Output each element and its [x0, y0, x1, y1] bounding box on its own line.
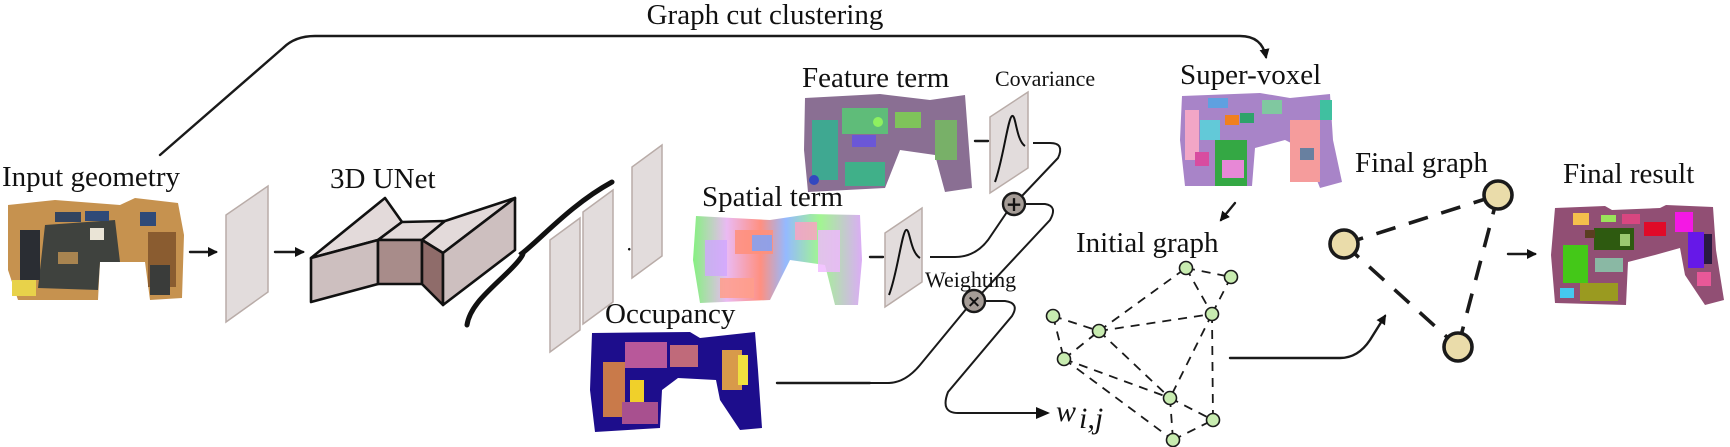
graph-node — [1045, 308, 1061, 324]
output-features-brace — [464, 179, 615, 328]
sum-operator: + — [1001, 191, 1027, 217]
input-geometry-label: Input geometry — [2, 161, 180, 193]
graph-edge — [1169, 397, 1214, 421]
graph-node — [1205, 412, 1221, 428]
graph-node — [1442, 331, 1474, 363]
plus-icon: + — [1006, 192, 1023, 216]
graph-edge — [1185, 267, 1232, 278]
times-icon: × — [967, 292, 981, 312]
graph-edge — [1063, 358, 1174, 441]
graph-edge — [1169, 313, 1213, 399]
covariance-stage: Covariance — [973, 66, 1095, 195]
feature-plane — [225, 184, 269, 324]
input-geometry-stage: Input geometry — [2, 161, 184, 300]
graph-edge — [1211, 313, 1214, 421]
occupancy-label: Occupancy — [605, 298, 736, 330]
graph-edge — [1185, 267, 1213, 315]
gaussian-curve-icon — [888, 228, 921, 296]
feature-channel-plane-3 — [631, 143, 663, 280]
covariance-label: Covariance — [995, 66, 1095, 91]
spatial-term-stage: Spatial term — [693, 181, 923, 309]
final-result-segmentation-image — [1551, 205, 1724, 305]
super-voxel-image — [1180, 93, 1342, 188]
graph-edge — [1063, 358, 1171, 399]
term-combination-connectors — [775, 142, 1062, 419]
graph-edge — [1098, 267, 1187, 332]
product-operator: × — [961, 288, 987, 314]
graph-edge — [1063, 330, 1100, 360]
feature-channel-plane-1 — [549, 216, 581, 354]
final-graph-label: Final graph — [1355, 147, 1488, 179]
unet-label: 3D UNet — [330, 163, 436, 195]
graph-node — [1223, 269, 1239, 285]
graph-node — [1482, 179, 1514, 211]
graph-node — [1165, 432, 1181, 447]
graph-edge — [1098, 330, 1171, 399]
graph-cut-clustering-label: Graph cut clustering — [647, 0, 884, 31]
final-graph-nodes — [1328, 179, 1514, 363]
graph-edge — [1343, 193, 1499, 246]
final-graph-edges — [1342, 193, 1500, 349]
graph-edge — [1342, 242, 1460, 349]
spatial-term-label: Spatial term — [702, 181, 843, 213]
super-voxel-label: Super-voxel — [1180, 59, 1321, 91]
edge-weight-symbol: w — [1056, 395, 1076, 428]
graph-node — [1056, 351, 1072, 367]
initial-graph-stage: Initial graph — [1045, 227, 1239, 447]
weighting-label: Weighting — [925, 267, 1016, 292]
spatial-term-image — [693, 214, 862, 305]
spatial-gaussian-plane — [884, 206, 923, 309]
graph-edge — [1456, 194, 1500, 348]
edge-weight-subscript: i,j — [1079, 402, 1103, 435]
input-geometry-scan-image — [8, 198, 184, 300]
graph-edge — [1098, 313, 1213, 332]
initial-graph-nodes — [1045, 260, 1239, 447]
graph-edge — [1172, 419, 1214, 441]
arrow-initial-to-final-graph — [1228, 314, 1387, 360]
feature-channel-plane-2 — [582, 188, 614, 326]
graph-node — [1328, 228, 1360, 260]
unet-block: 3D UNet — [309, 163, 517, 307]
gaussian-curve-icon — [994, 114, 1026, 183]
feature-term-image — [804, 94, 972, 192]
graph-cut-clustering-connector: Graph cut clustering — [158, 0, 1270, 157]
feature-term-stage: Feature term — [802, 62, 972, 192]
initial-graph-label: Initial graph — [1076, 227, 1219, 259]
graph-edge — [1052, 315, 1065, 360]
graph-node — [1162, 390, 1178, 406]
super-voxel-stage: Super-voxel — [1180, 59, 1342, 222]
graph-node — [1204, 306, 1220, 322]
feature-term-label: Feature term — [802, 62, 950, 94]
graph-node — [1091, 323, 1107, 339]
graph-edge — [1052, 315, 1100, 332]
occupancy-image — [590, 332, 762, 432]
graph-node — [1178, 260, 1194, 276]
occupancy-stage: Occupancy — [590, 298, 762, 432]
initial-graph-edges — [1052, 267, 1232, 441]
edge-weight-label: w i,j — [1056, 395, 1103, 435]
arrow-supervoxel-to-initial-graph — [1219, 201, 1237, 222]
final-result-label: Final result — [1563, 158, 1694, 190]
final-result-stage: Final result — [1551, 158, 1724, 305]
final-graph-stage: Final graph — [1328, 147, 1514, 363]
